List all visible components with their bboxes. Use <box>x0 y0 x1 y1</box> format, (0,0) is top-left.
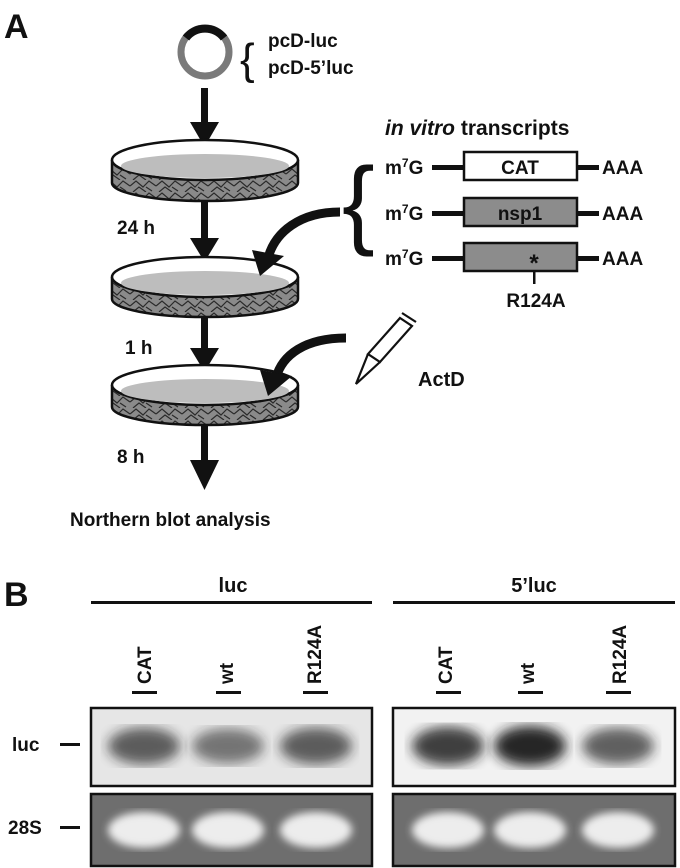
rrna-28s-band <box>280 812 352 848</box>
luc-band <box>412 726 484 766</box>
group-line-5luc <box>393 601 675 604</box>
construct-cat: m7G CAT AAA <box>385 150 643 182</box>
cap-label: m7G <box>385 202 423 225</box>
lane-labels: CAT wt R124A CAT wt R124A <box>135 625 631 685</box>
group-label-5luc: 5’luc <box>511 575 557 597</box>
cap-label: m7G <box>385 247 423 270</box>
time-label-1h: 1 h <box>125 338 152 359</box>
blot-bands <box>108 726 654 848</box>
row-label-luc: luc <box>12 735 40 756</box>
rrna-28s-band <box>582 812 654 848</box>
construct-box <box>462 150 579 182</box>
panel-b-label: B <box>4 576 29 614</box>
plasmid-label-5luc: pcD-5’luc <box>268 58 354 79</box>
cap-label: m7G <box>385 156 423 179</box>
arrow-down-2 <box>190 200 219 262</box>
rrna-28s-band <box>494 812 566 848</box>
transcripts-brace: { <box>342 147 375 257</box>
lane-ticks <box>132 691 631 694</box>
lane-label: R124A <box>610 625 631 684</box>
curved-arrow-actd <box>260 333 347 396</box>
plasmid-icon <box>177 24 233 80</box>
luc-band <box>494 726 566 766</box>
plasmid-label-luc: pcD-luc <box>268 31 338 52</box>
luc-band <box>192 728 264 764</box>
panel-a-label: A <box>4 8 29 46</box>
group-label-luc: luc <box>219 575 248 597</box>
construct-label: CAT <box>501 158 539 179</box>
group-line-luc <box>91 601 372 604</box>
polya-label: AAA <box>602 204 643 225</box>
lane-label: CAT <box>135 646 156 684</box>
curly-brace: { <box>240 35 255 84</box>
row-tick-28s <box>60 826 80 829</box>
construct-nsp1: m7G nsp1 AAA <box>385 196 643 228</box>
construct-label: nsp1 <box>498 204 543 225</box>
culture-dish-3 <box>110 363 300 427</box>
row-label-28s: 28S <box>8 818 42 839</box>
construct-r124a: m7G * AAA <box>385 241 643 277</box>
polya-label: AAA <box>602 249 643 270</box>
lane-label: wt <box>217 662 238 685</box>
row-tick-luc <box>60 743 80 746</box>
mutation-tick <box>533 272 536 284</box>
lane-label: R124A <box>305 625 326 684</box>
time-label-8h: 8 h <box>117 447 144 468</box>
luc-band <box>108 727 180 765</box>
culture-dish-2 <box>110 255 300 319</box>
rrna-28s-band <box>108 812 180 848</box>
rrna-28s-band <box>412 812 484 848</box>
pipette-icon <box>354 312 417 385</box>
mutation-star: * <box>529 250 539 277</box>
drug-label: ActD <box>418 369 465 391</box>
luc-band <box>582 727 654 765</box>
construct-box <box>462 196 579 228</box>
transcripts-title: in vitro transcripts <box>385 117 569 140</box>
arrow-down-3 <box>190 318 219 372</box>
luc-band <box>280 727 352 765</box>
rrna-28s-band <box>192 812 264 848</box>
construct-box <box>462 241 579 273</box>
culture-dish-1 <box>110 138 300 203</box>
mutation-label: R124A <box>506 291 565 312</box>
final-step-label: Northern blot analysis <box>70 510 271 531</box>
lane-label: wt <box>518 662 539 685</box>
lane-label: CAT <box>436 646 457 684</box>
arrow-down-4 <box>190 425 219 490</box>
time-label-24h: 24 h <box>117 218 155 239</box>
curved-arrow-transcripts <box>252 207 341 276</box>
arrow-down-1 <box>190 88 219 147</box>
polya-label: AAA <box>602 158 643 179</box>
